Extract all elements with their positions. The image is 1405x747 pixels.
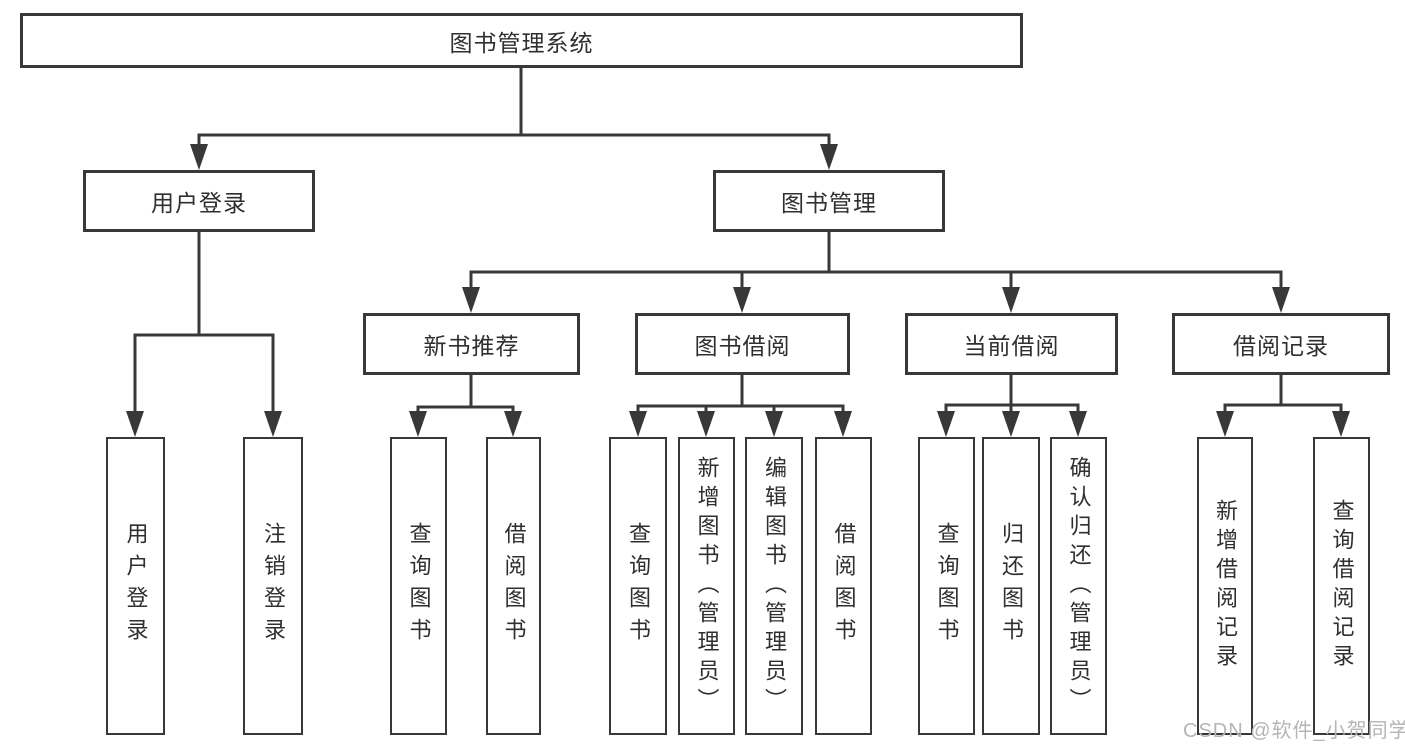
node-root-library-system: 图书管理系统: [20, 13, 1023, 68]
leaf-label: 借阅图书: [831, 522, 857, 650]
node-label: 新书推荐: [423, 333, 520, 359]
leaf-label: 注销登录: [261, 522, 286, 650]
leaf-cb-confirm-return-admin: 确认归还（管理员）: [1050, 437, 1107, 735]
leaf-label: 查询图书: [626, 522, 651, 650]
leaf-label: 新增借阅记录: [1213, 499, 1238, 673]
leaf-label: 新增图书（管理员）: [694, 455, 720, 717]
node-borrow-records: 借阅记录: [1172, 313, 1390, 375]
arrowheads: [126, 144, 1350, 437]
leaf-cb-query-books: 查询图书: [918, 437, 975, 735]
csdn-watermark: CSDN @软件_小贺同学: [1183, 720, 1405, 742]
leaf-cb-return-books: 归还图书: [982, 437, 1040, 735]
node-label: 当前借阅: [963, 333, 1060, 359]
leaf-label: 用户登录: [123, 522, 149, 650]
leaf-label: 编辑图书（管理员）: [762, 455, 787, 717]
node-book-management: 图书管理: [713, 170, 945, 232]
leaf-label: 查询图书: [406, 522, 432, 650]
leaf-logout: 注销登录: [243, 437, 303, 735]
leaf-bb-add-books-admin: 新增图书（管理员）: [678, 437, 735, 735]
node-new-book-recommend: 新书推荐: [363, 313, 580, 375]
leaf-bb-borrow-books: 借阅图书: [815, 437, 872, 735]
leaf-br-query-record: 查询借阅记录: [1313, 437, 1370, 735]
leaf-label: 确认归还（管理员）: [1066, 455, 1092, 717]
leaf-user-login: 用户登录: [106, 437, 165, 735]
node-current-borrow: 当前借阅: [905, 313, 1118, 375]
leaf-br-add-record: 新增借阅记录: [1197, 437, 1253, 735]
leaf-bb-query-books: 查询图书: [609, 437, 667, 735]
node-user-login: 用户登录: [83, 170, 315, 232]
node-label: 借阅记录: [1233, 333, 1329, 359]
node-label: 图书借阅: [694, 333, 791, 359]
leaf-label: 借阅图书: [501, 522, 527, 650]
leaf-bb-edit-books-admin: 编辑图书（管理员）: [745, 437, 803, 735]
leaf-label: 查询图书: [934, 522, 960, 650]
leaf-label: 查询借阅记录: [1329, 499, 1355, 673]
node-label: 图书管理系统: [449, 29, 594, 56]
node-book-borrow: 图书借阅: [635, 313, 850, 375]
leaf-nbr-borrow-books: 借阅图书: [486, 437, 541, 735]
node-label: 图书管理: [781, 190, 877, 216]
node-label: 用户登录: [151, 190, 247, 216]
leaf-label: 归还图书: [999, 522, 1024, 650]
leaf-nbr-query-books: 查询图书: [390, 437, 447, 735]
